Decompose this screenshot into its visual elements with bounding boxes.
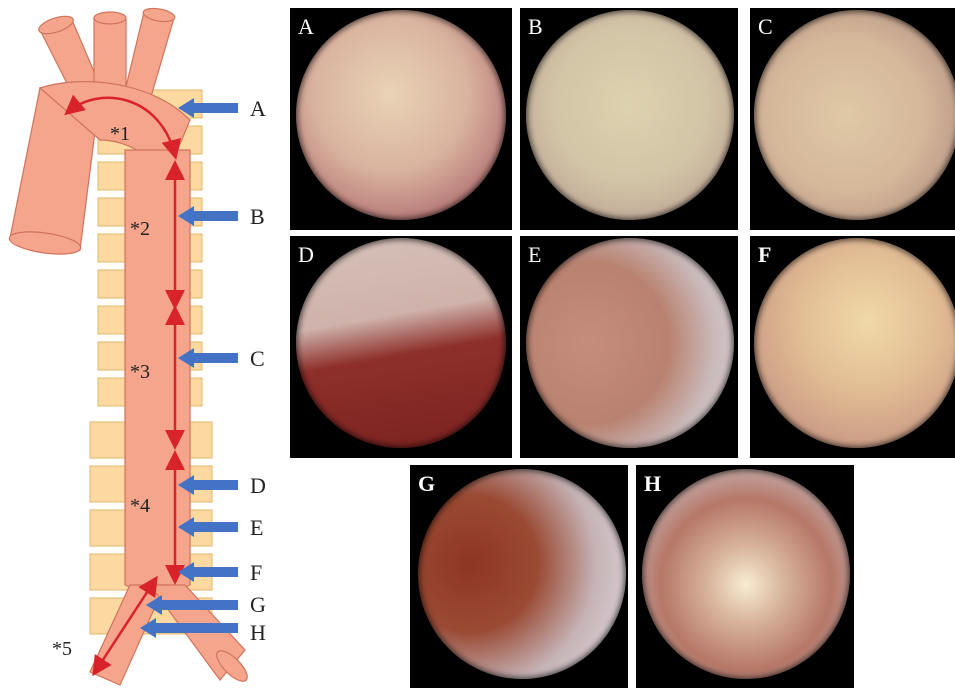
marker-label-g: G [250,592,266,617]
panel-label-f: F [758,242,771,268]
segment-annotation-3: *3 [130,361,150,383]
endoscopic-panel-g: G [410,465,628,688]
endoscopic-panel-b: B [520,8,738,230]
panel-label-c: C [758,14,773,40]
endoscopic-view-image [526,10,734,220]
marker-label-d: D [250,473,266,498]
aorta-schematic-diagram: A B C D E F G H *1 *2 *3 *4 *5 [0,0,290,688]
panel-label-e: E [528,242,541,268]
endoscopic-panel-c: C [750,8,955,230]
endoscopic-view-image [526,238,734,448]
segment-annotation-5: *5 [52,638,72,660]
endoscopic-panel-a: A [290,8,512,230]
segment-annotation-4: *4 [130,495,150,517]
marker-label-a: A [250,96,266,121]
marker-label-f: F [250,560,262,585]
marker-label-h: H [250,620,266,645]
endoscopic-view-image [296,10,506,220]
endoscopic-panel-d: D [290,236,512,458]
marker-label-e: E [250,515,263,540]
endoscopic-view-image [754,238,955,448]
segment-annotation-2: *2 [130,218,150,240]
endoscopic-panel-f: F [750,236,955,458]
panel-label-h: H [644,471,661,497]
endoscopic-view-image [754,10,955,220]
panel-label-d: D [298,242,314,268]
endoscopic-view-image [296,238,506,448]
endoscopic-view-image [642,469,850,679]
marker-label-b: B [250,204,265,229]
panel-label-g: G [418,471,435,497]
endoscopic-panel-e: E [520,236,738,458]
endoscopic-view-image [418,469,626,679]
segment-annotation-1: *1 [110,123,130,145]
panel-label-b: B [528,14,543,40]
endoscopic-panel-h: H [636,465,854,688]
panel-label-a: A [298,14,314,40]
marker-label-c: C [250,346,265,371]
